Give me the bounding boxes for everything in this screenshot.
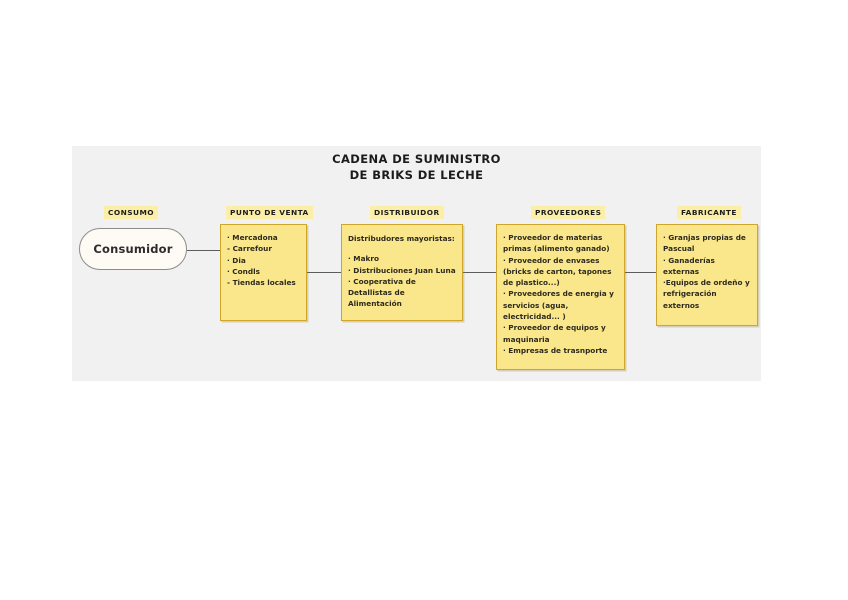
caption-consumo: CONSUMO	[104, 206, 159, 219]
node-consumidor[interactable]: Consumidor	[79, 228, 187, 270]
node-fabricante-items: · Granjas propias de Pascual · Ganadería…	[663, 233, 750, 310]
node-fabricante[interactable]: · Granjas propias de Pascual · Ganadería…	[656, 224, 758, 326]
connector-proveedores-to-fabricante	[624, 272, 657, 273]
node-punto-de-venta-items: · Mercadona - Carrefour · Dia · Condls -…	[227, 233, 296, 288]
node-punto-de-venta[interactable]: · Mercadona - Carrefour · Dia · Condls -…	[220, 224, 307, 321]
node-consumidor-label: Consumidor	[93, 242, 173, 256]
caption-distribuidor: DISTRIBUIDOR	[370, 206, 444, 219]
caption-fabricante: FABRICANTE	[677, 206, 741, 219]
connector-distribuidor-to-proveedores	[462, 272, 497, 273]
caption-proveedores: PROVEEDORES	[531, 206, 606, 219]
connector-punto-de-venta-to-distribuidor	[306, 272, 341, 273]
node-proveedores-items: · Proveedor de materias primas (alimento…	[503, 233, 614, 355]
node-distribuidor[interactable]: Distribudores mayoristas: · Makro · Dist…	[341, 224, 463, 321]
node-distribuidor-heading: Distribudores mayoristas:	[348, 234, 455, 243]
diagram-title-line-1: CADENA DE SUMINISTRO	[332, 152, 501, 166]
diagram-title: CADENA DE SUMINISTRO DE BRIKS DE LECHE	[72, 151, 761, 183]
diagram-title-line-2: DE BRIKS DE LECHE	[349, 168, 484, 182]
node-distribuidor-items: · Makro · Distribuciones Juan Luna · Coo…	[348, 254, 456, 309]
node-proveedores[interactable]: · Proveedor de materias primas (alimento…	[496, 224, 625, 370]
caption-punto-de-venta: PUNTO DE VENTA	[226, 206, 313, 219]
connector-consumidor-to-punto-de-venta	[187, 250, 221, 251]
